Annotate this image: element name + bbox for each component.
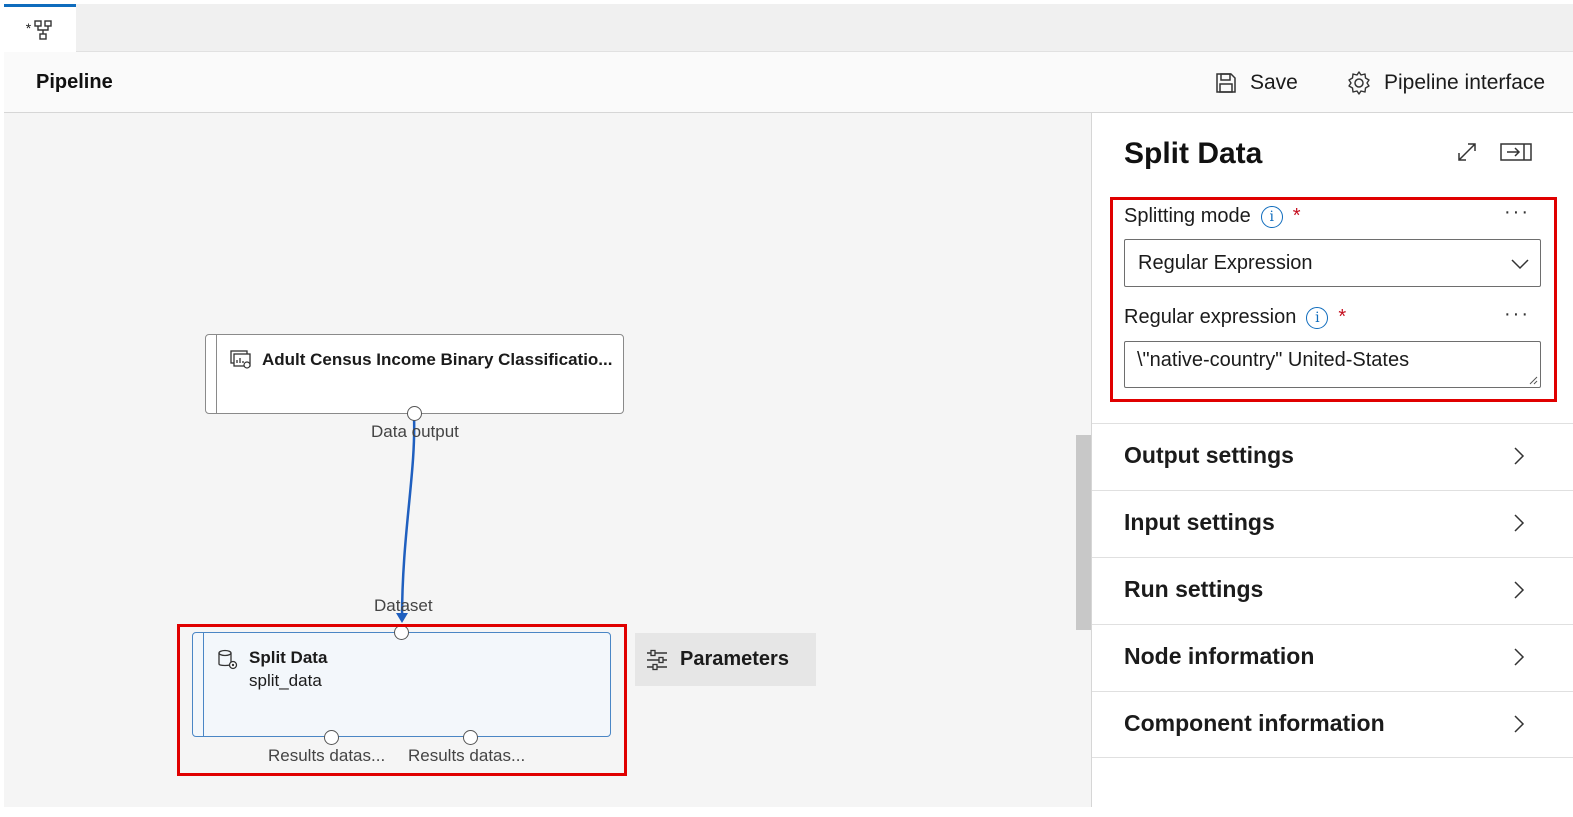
- node-title: Adult Census Income Binary Classificatio…: [262, 350, 613, 369]
- info-icon[interactable]: i: [1306, 306, 1329, 329]
- unsaved-indicator: *: [25, 19, 32, 36]
- section-run-settings[interactable]: Run settings: [1092, 557, 1573, 624]
- chevron-right-icon: [1514, 447, 1525, 465]
- page-title: Pipeline: [36, 71, 113, 93]
- dataset-chart-icon: [230, 350, 251, 369]
- save-label: Save: [1250, 71, 1298, 94]
- tab-strip: *: [4, 4, 1573, 52]
- pipeline-tab[interactable]: *: [4, 4, 76, 52]
- chevron-right-icon: [1514, 715, 1525, 733]
- output-port-data[interactable]: [407, 406, 422, 421]
- port-label-data-output: Data output: [371, 422, 459, 441]
- component-node-split-data[interactable]: Split Data split_data: [192, 632, 611, 737]
- section-label: Node information: [1124, 643, 1315, 669]
- splitting-mode-label: Splitting mode i *: [1124, 205, 1301, 228]
- canvas-scrollbar[interactable]: [1076, 435, 1091, 630]
- splitting-mode-value: Regular Expression: [1138, 251, 1313, 274]
- section-component-information[interactable]: Component information: [1092, 691, 1573, 758]
- section-label: Run settings: [1124, 576, 1264, 602]
- chevron-right-icon: [1514, 581, 1525, 599]
- node-bar: [216, 335, 217, 413]
- properties-panel: Split Data Splitting mode i * ··· Regula…: [1091, 113, 1573, 807]
- regex-value: \"native-country" United-States: [1137, 349, 1410, 371]
- save-button[interactable]: Save: [1214, 68, 1298, 98]
- parameters-button[interactable]: Parameters: [635, 633, 816, 686]
- port-label-dataset: Dataset: [374, 596, 433, 615]
- node-title: Split Data: [249, 648, 328, 667]
- pipeline-interface-button[interactable]: Pipeline interface: [1346, 68, 1545, 98]
- panel-title: Split Data: [1124, 137, 1263, 170]
- section-output-settings[interactable]: Output settings: [1092, 423, 1573, 490]
- more-options-button[interactable]: ···: [1504, 201, 1530, 223]
- splitting-mode-label-text: Splitting mode: [1124, 205, 1251, 227]
- pipeline-icon: [34, 19, 52, 40]
- section-input-settings[interactable]: Input settings: [1092, 490, 1573, 557]
- sliders-icon: [647, 649, 667, 670]
- parameters-label: Parameters: [680, 648, 789, 670]
- expand-icon[interactable]: [1456, 141, 1478, 163]
- dock-panel-icon[interactable]: [1500, 141, 1532, 163]
- gear-icon: [1348, 71, 1370, 95]
- toolbar: Pipeline Save Pipeline interface: [4, 52, 1573, 113]
- required-mark: *: [1292, 205, 1301, 227]
- highlight-box-parameters: [1110, 197, 1557, 402]
- save-icon: [1216, 73, 1236, 93]
- section-label: Component information: [1124, 710, 1385, 736]
- section-node-information[interactable]: Node information: [1092, 624, 1573, 691]
- pipeline-canvas[interactable]: Adult Census Income Binary Classificatio…: [4, 113, 1091, 807]
- chevron-down-icon: [1511, 259, 1529, 270]
- section-label: Output settings: [1124, 442, 1294, 468]
- port-label-results-2: Results datas...: [408, 746, 526, 765]
- info-icon[interactable]: i: [1260, 205, 1283, 228]
- node-bar: [203, 633, 204, 736]
- chevron-right-icon: [1514, 514, 1525, 532]
- dataset-node-adult-census[interactable]: Adult Census Income Binary Classificatio…: [205, 334, 624, 414]
- regex-label: Regular expression i *: [1124, 306, 1346, 329]
- chevron-right-icon: [1514, 648, 1525, 666]
- more-options-button[interactable]: ···: [1504, 303, 1530, 325]
- resize-grip-icon[interactable]: [1528, 375, 1538, 385]
- regex-input[interactable]: \"native-country" United-States: [1124, 341, 1541, 388]
- database-gear-icon: [218, 649, 238, 670]
- pipeline-interface-label: Pipeline interface: [1384, 71, 1546, 94]
- port-label-results-1: Results datas...: [268, 746, 386, 765]
- node-subtitle: split_data: [249, 671, 322, 690]
- regex-label-text: Regular expression: [1124, 306, 1297, 328]
- output-port-results-1[interactable]: [324, 730, 339, 745]
- splitting-mode-dropdown[interactable]: Regular Expression: [1124, 239, 1541, 287]
- output-port-results-2[interactable]: [463, 730, 478, 745]
- section-label: Input settings: [1124, 509, 1275, 535]
- connection-edge: [400, 415, 416, 621]
- input-port-dataset[interactable]: [394, 625, 409, 640]
- required-mark: *: [1338, 306, 1347, 328]
